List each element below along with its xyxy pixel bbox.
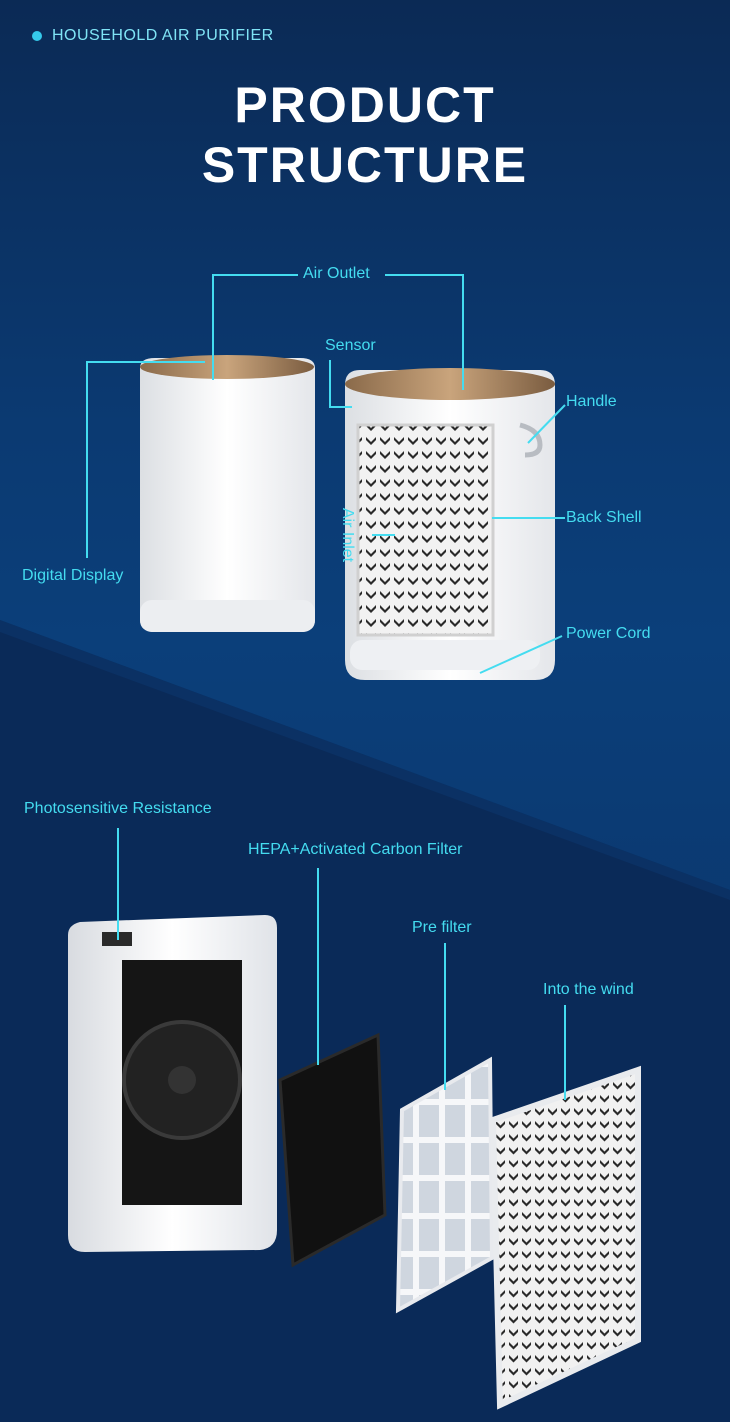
category-tag-text: HOUSEHOLD AIR PURIFIER — [52, 27, 274, 44]
housing-open — [68, 915, 277, 1252]
category-tag: HOUSEHOLD AIR PURIFIER — [32, 27, 274, 45]
label-handle: Handle — [566, 393, 617, 410]
label-photosensitive-resistance: Photosensitive Resistance — [24, 800, 212, 817]
bullet-dot-icon — [32, 31, 42, 41]
label-power-cord: Power Cord — [566, 625, 651, 642]
page-title-line-2: STRUCTURE — [201, 137, 529, 193]
front-grill-panel — [489, 1065, 641, 1410]
label-into-the-wind: Into the wind — [543, 981, 634, 998]
label-pre-filter: Pre filter — [412, 919, 472, 936]
label-digital-display: Digital Display — [22, 567, 124, 584]
page-title-line-1: PRODUCT — [234, 77, 496, 133]
pre-filter — [395, 1056, 495, 1314]
leader-lines-bottom — [117, 828, 566, 1100]
label-back-shell: Back Shell — [566, 509, 642, 526]
label-sensor: Sensor — [325, 337, 376, 354]
hepa-filter — [278, 1032, 387, 1268]
purifier-assembled-illustration — [86, 274, 566, 680]
leader-lines-top — [86, 274, 566, 674]
label-air-outlet: Air Outlet — [303, 265, 370, 282]
back-unit — [345, 368, 555, 680]
label-hepa-filter: HEPA+Activated Carbon Filter — [248, 841, 463, 858]
